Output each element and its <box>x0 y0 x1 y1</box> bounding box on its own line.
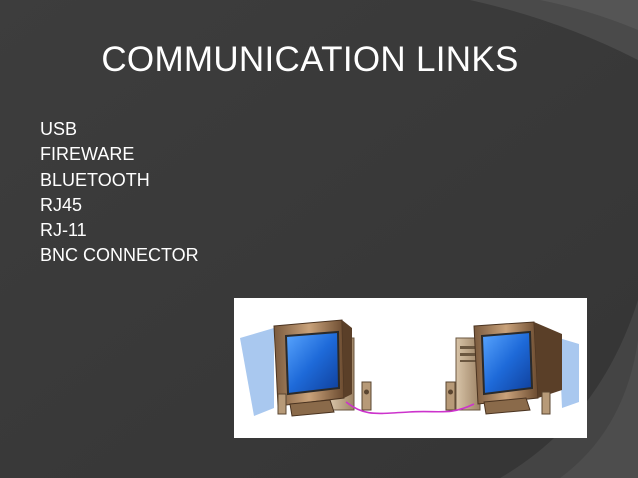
bullet-item: RJ-11 <box>40 220 87 241</box>
corner-wedge-bottom-highlight <box>560 340 638 478</box>
right-computer-icon <box>445 321 579 415</box>
bullet-item: USB <box>40 119 78 139</box>
bullet-item: RJ45 <box>40 194 83 215</box>
corner-wedge-top-highlight <box>540 0 638 30</box>
network-cable <box>345 401 475 415</box>
two-networked-computers-icon <box>234 298 587 438</box>
bullet-item: BNC CONNECTOR <box>40 245 199 266</box>
bullet-item: FIREWARE <box>40 144 135 165</box>
bullet-list: USB FIREWARE BLUETOOTH RJ45 RJ-11 BNC CO… <box>40 117 199 269</box>
slide-title: COMMUNICATION LINKS <box>101 40 519 79</box>
corner-wedge-top <box>470 0 638 60</box>
left-computer-icon <box>240 319 372 417</box>
bullet-item: BLUETOOTH <box>40 169 150 190</box>
